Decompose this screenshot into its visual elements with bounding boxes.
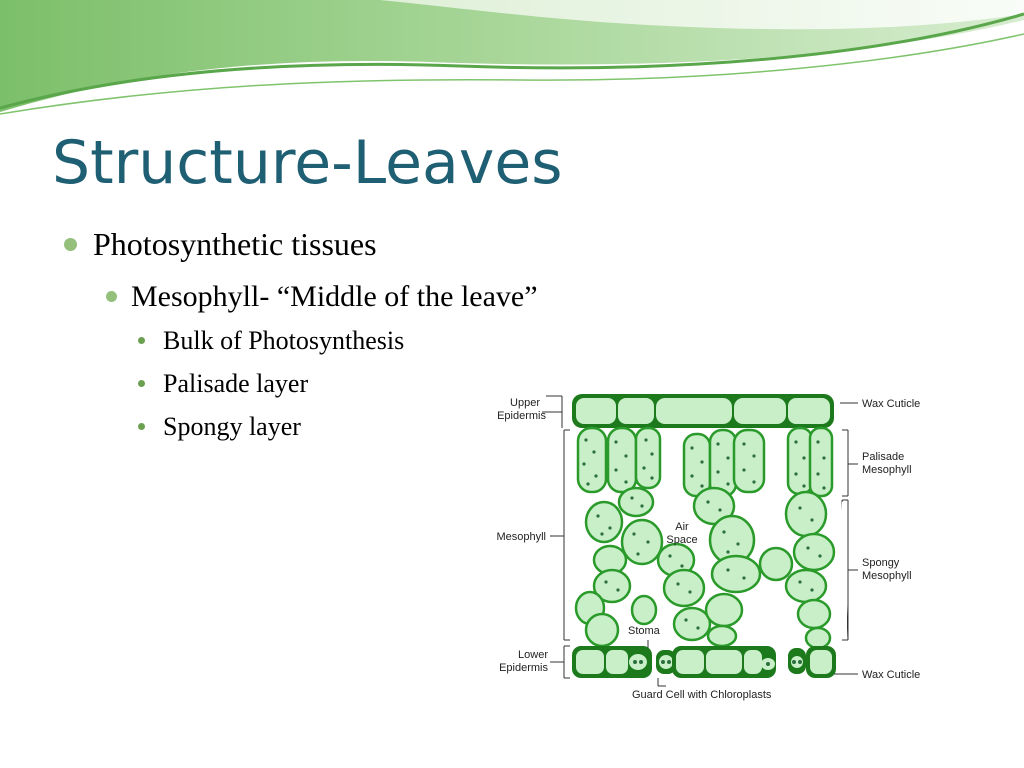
chloroplast-dots xyxy=(582,438,826,630)
label-epidermis: Epidermis xyxy=(497,410,546,422)
bullet-dot-icon xyxy=(138,336,145,344)
label-spongy-mesophyll: Mesophyll xyxy=(862,570,912,582)
bullet-text: Mesophyll- “Middle of the leave” xyxy=(131,280,538,313)
label-lower: Lower xyxy=(518,649,548,661)
bullet-dot-icon xyxy=(106,290,117,302)
label-wax-cuticle-bottom: Wax Cuticle xyxy=(862,669,920,681)
bullet-level3: Spongy layer xyxy=(138,412,301,442)
bullet-level3: Bulk of Photosynthesis xyxy=(138,326,404,356)
label-palisade-mesophyll: Mesophyll xyxy=(862,464,912,476)
bullet-dot-icon xyxy=(138,422,145,430)
bullet-level1: Photosynthetic tissues xyxy=(64,226,377,263)
label-palisade: Palisade xyxy=(862,451,904,463)
label-mesophyll: Mesophyll xyxy=(496,531,546,543)
bullet-text: Palisade layer xyxy=(163,369,309,398)
label-space: Space xyxy=(666,534,697,546)
bullet-dot-icon xyxy=(64,238,77,252)
header-swoosh xyxy=(0,0,1024,115)
palisade-cells xyxy=(576,426,834,498)
lower-epidermis-cells xyxy=(572,646,836,678)
bullet-text: Bulk of Photosynthesis xyxy=(163,326,405,355)
label-epidermis: Epidermis xyxy=(499,662,548,674)
guard-cell-chloroplasts xyxy=(633,660,802,666)
leaf-cross-section-diagram: Upper Epidermis Mesophyll Lower Epidermi… xyxy=(470,378,954,714)
bullet-level3: Palisade layer xyxy=(138,369,308,399)
bullet-dot-icon xyxy=(138,379,145,387)
bullet-text: Spongy layer xyxy=(163,412,301,441)
label-spongy: Spongy xyxy=(862,557,900,569)
slide-title: Structure-Leaves xyxy=(52,128,563,198)
bullet-level2: Mesophyll- “Middle of the leave” xyxy=(106,280,538,314)
label-stoma: Stoma xyxy=(628,625,661,637)
label-guard-cell: Guard Cell with Chloroplasts xyxy=(632,689,772,701)
label-upper: Upper xyxy=(510,397,540,409)
bullet-text: Photosynthetic tissues xyxy=(93,226,377,262)
label-wax-cuticle-top: Wax Cuticle xyxy=(862,398,920,410)
spongy-cells xyxy=(574,486,836,650)
label-air: Air xyxy=(675,521,689,533)
upper-epidermis-cells xyxy=(572,394,834,428)
